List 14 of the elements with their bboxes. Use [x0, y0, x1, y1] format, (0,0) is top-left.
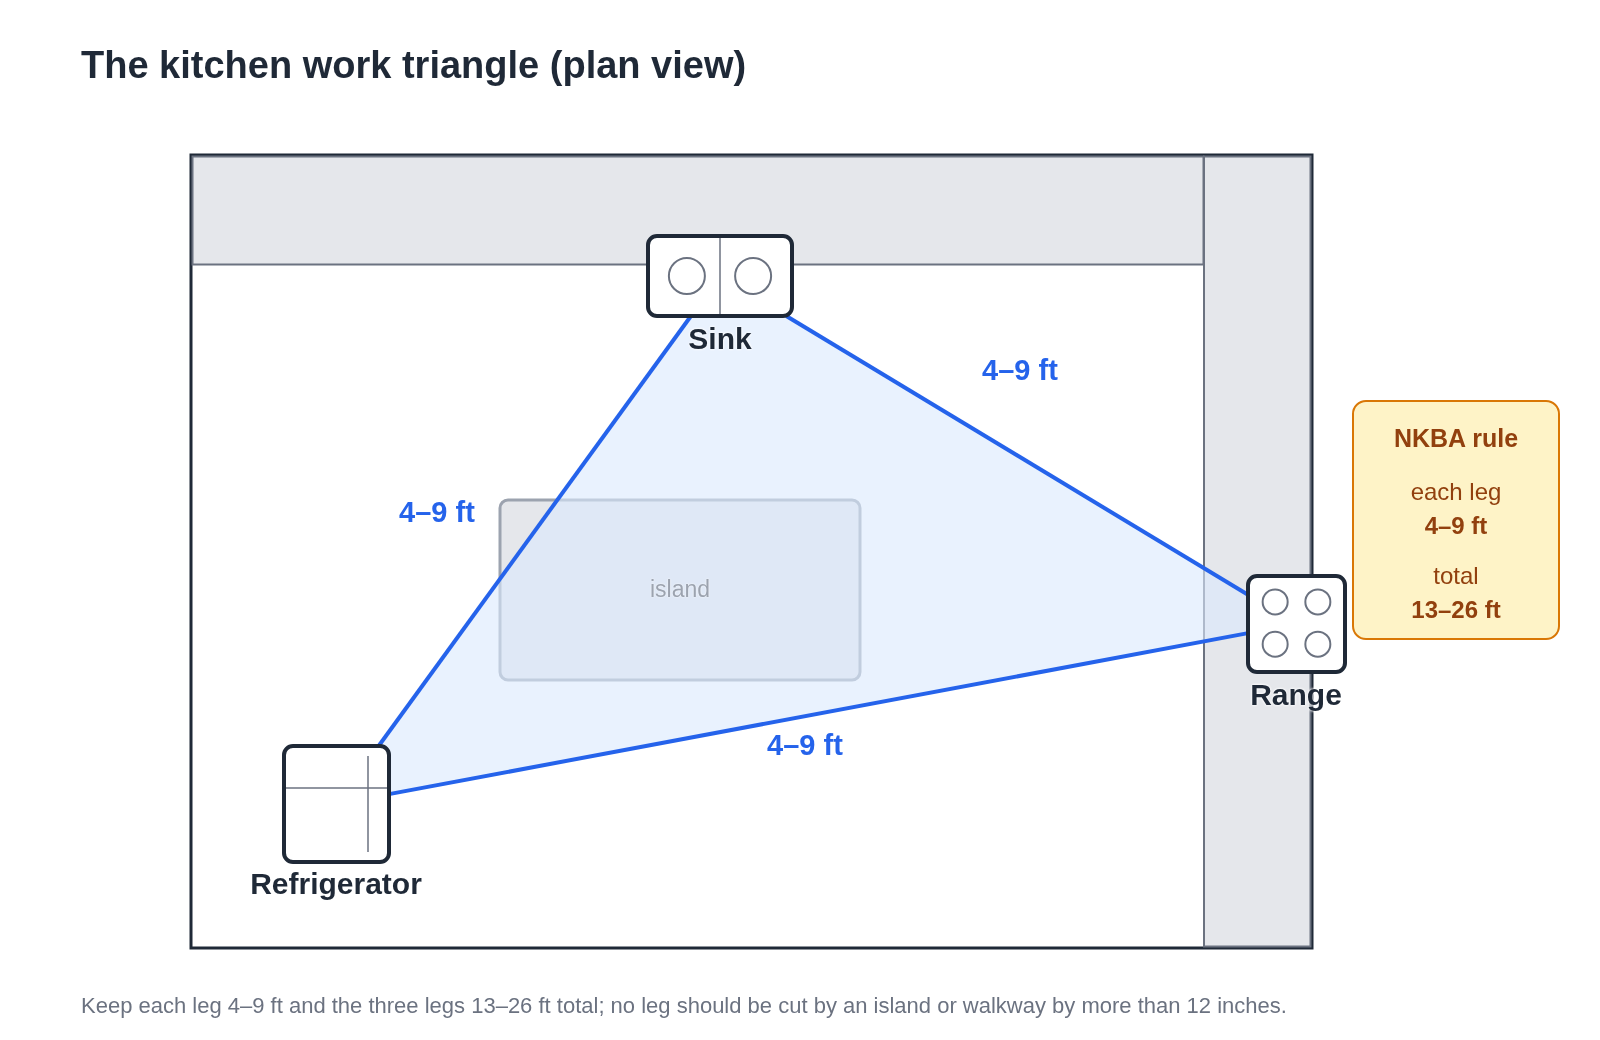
appliance-label: Sink	[688, 322, 752, 356]
rule-note-card	[1352, 400, 1560, 640]
diagram-caption: Keep each leg 4–9 ft and the three legs 13–26 ft total; no leg should be cut by an island or walkway by more than 12 inches.	[81, 993, 1287, 1019]
diagram-title: The kitchen work triangle (plan view)	[81, 44, 747, 87]
note-text: 4–9 ft	[1423, 512, 1489, 540]
note-text: each leg	[1409, 478, 1503, 506]
leg-length-label: 4–9 ft	[767, 728, 843, 762]
note-text: total	[1432, 562, 1480, 590]
leg-length-label: 4–9 ft	[399, 495, 475, 529]
appliance-label: Refrigerator	[250, 867, 422, 901]
note-heading: NKBA rule	[1392, 424, 1520, 453]
leg-length-label: 4–9 ft	[982, 353, 1058, 387]
note-text: 13–26 ft	[1410, 596, 1502, 624]
island-label: island	[648, 576, 712, 603]
